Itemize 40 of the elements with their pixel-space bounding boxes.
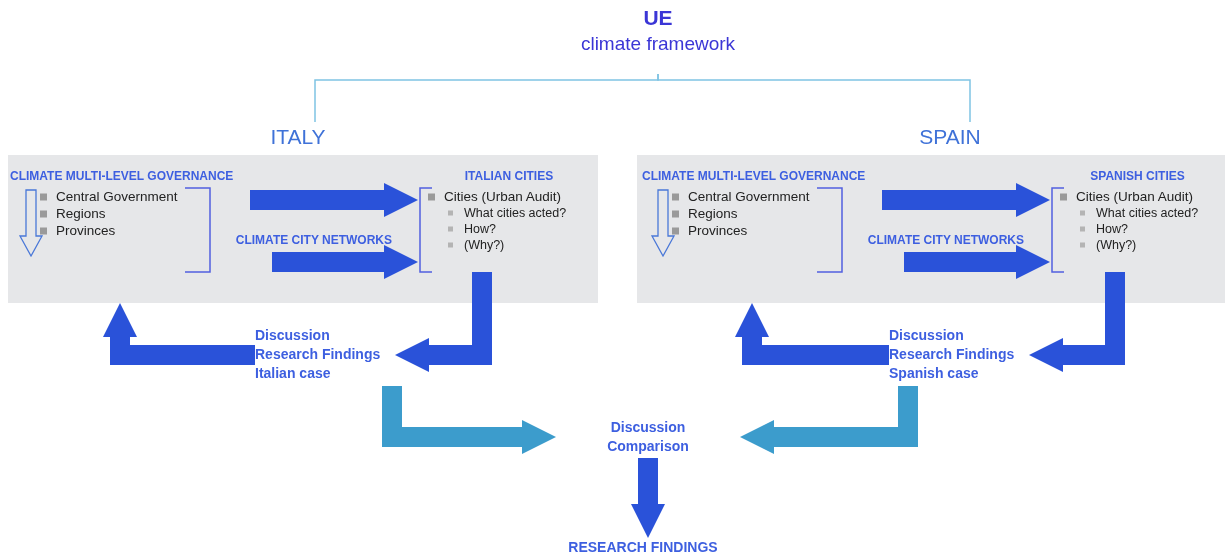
panel-background xyxy=(8,155,598,303)
block-arrow xyxy=(735,303,889,365)
list-item: Cities (Urban Audit) xyxy=(1060,188,1194,205)
section-heading: SPANISH CITIES xyxy=(1089,168,1186,184)
result-text: Discussion Research Findings Italian case xyxy=(255,326,382,383)
list-item: Regions xyxy=(672,205,738,222)
result-text: Discussion Research Findings Spanish case xyxy=(889,326,1016,383)
list-item: Central Government xyxy=(672,188,810,205)
panel-background xyxy=(637,155,1225,303)
block-arrow xyxy=(882,183,1050,217)
section-heading: CLIMATE CITY NETWORKS xyxy=(216,232,392,262)
section-heading: CLIMATE MULTI-LEVEL GOVERNANCE xyxy=(642,168,867,184)
list-item: Central Government xyxy=(40,188,178,205)
block-arrow xyxy=(250,183,418,217)
list-item: How? xyxy=(448,221,496,237)
section-heading: CLIMATE CITY NETWORKS xyxy=(848,232,1024,262)
list-item: Regions xyxy=(40,205,106,222)
section-heading: ITALIAN CITIES xyxy=(463,168,555,184)
list-item: (Why?) xyxy=(448,237,505,253)
block-arrow xyxy=(395,272,492,372)
block-arrow xyxy=(904,245,1050,279)
country-heading: ITALY xyxy=(250,122,346,152)
list-item: (Why?) xyxy=(1080,237,1137,253)
result-heading: RESEARCH FINDINGS xyxy=(540,538,746,558)
title-text: UE xyxy=(643,5,673,31)
block-arrow xyxy=(272,245,418,279)
subtitle-text: climate framework xyxy=(580,32,736,56)
connector-line xyxy=(657,73,971,123)
block-arrow xyxy=(103,303,255,365)
list-item: How? xyxy=(1080,221,1128,237)
block-arrow xyxy=(631,458,665,538)
list-item: Provinces xyxy=(40,222,116,239)
list-item: Cities (Urban Audit) xyxy=(428,188,562,205)
country-heading: SPAIN xyxy=(900,122,1000,152)
list-item: What cities acted? xyxy=(1080,205,1199,221)
list-item: Provinces xyxy=(672,222,748,239)
section-heading: CLIMATE MULTI-LEVEL GOVERNANCE xyxy=(10,168,235,184)
list-item: What cities acted? xyxy=(448,205,567,221)
block-arrow xyxy=(1029,272,1125,372)
result-text: Discussion Comparison xyxy=(606,418,690,456)
